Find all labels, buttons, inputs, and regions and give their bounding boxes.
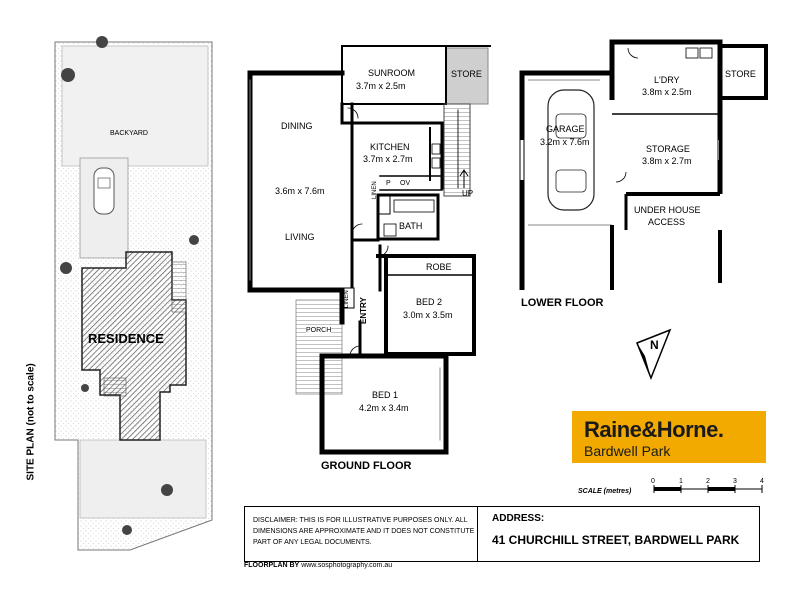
scale-tick-3: 3	[733, 478, 737, 485]
brand-logo: Raine&Horne. Bardwell Park	[572, 411, 766, 463]
north-arrow-icon	[636, 328, 672, 381]
living-label: LIVING	[285, 232, 315, 242]
sunroom-size: 3.7m x 2.5m	[356, 81, 406, 91]
footer-url[interactable]: www.sosphotography.com.au	[301, 562, 393, 569]
bed2-label: BED 2	[416, 297, 443, 307]
bed2-size: 3.0m x 3.5m	[403, 310, 453, 320]
site-stairs	[171, 261, 187, 313]
garage-size: 3.2m x 7.6m	[540, 137, 590, 147]
site-car	[93, 167, 115, 215]
store-label: STORE	[451, 69, 482, 79]
brand-name: Raine&Horne.	[584, 417, 724, 442]
porch-area	[295, 299, 343, 395]
scale-label: SCALE (metres)	[578, 488, 632, 495]
ground-stairs	[443, 103, 471, 197]
disclaimer-divider	[477, 507, 478, 561]
store-room	[445, 47, 489, 105]
scale-tick-1: 1	[679, 478, 683, 485]
storage-label: STORAGE	[646, 144, 690, 154]
bed1-size: 4.2m x 3.4m	[359, 403, 409, 413]
bed1-label: BED 1	[372, 390, 399, 400]
disclaimer-text: DISCLAIMER: THIS IS FOR ILLUSTRATIVE PUR…	[253, 517, 475, 546]
footer-credit: FLOORPLAN BY www.sosphotography.com.au	[244, 562, 392, 569]
residence-label: RESIDENCE	[88, 331, 164, 346]
garage-label: GARAGE	[546, 124, 585, 134]
address-label: ADDRESS:	[492, 513, 545, 524]
scale-tick-4: 4	[760, 478, 764, 485]
up-label: UP	[462, 189, 474, 198]
address-value: 41 CHURCHILL STREET, BARDWELL PARK	[492, 533, 740, 547]
ov-label: OV	[400, 180, 411, 187]
backyard-label: BACKYARD	[110, 130, 148, 137]
scale-tick-2: 2	[706, 478, 710, 485]
ldry-label: L'DRY	[654, 75, 680, 85]
backyard-area	[61, 45, 209, 167]
garage-car	[547, 89, 595, 211]
tree-icon	[60, 36, 199, 535]
living-size: 3.6m x 7.6m	[275, 186, 325, 196]
under-house-label: UNDER HOUSE	[634, 205, 701, 215]
storage-size: 3.8m x 2.7m	[642, 156, 692, 166]
lower-store-label: STORE	[725, 69, 756, 79]
north-label: N	[650, 338, 659, 352]
up-arrow-icon	[459, 169, 469, 188]
scale-tick-0: 0	[651, 478, 655, 485]
brand-office: Bardwell Park	[584, 443, 671, 459]
porch-label: PORCH	[306, 325, 332, 336]
ground-floor-title: GROUND FLOOR	[321, 460, 412, 472]
kitchen-label: KITCHEN	[370, 142, 410, 152]
robe-label: ROBE	[426, 262, 452, 272]
p-label: P	[386, 180, 391, 187]
disclaimer-box: DISCLAIMER: THIS IS FOR ILLUSTRATIVE PUR…	[244, 506, 760, 562]
dining-label: DINING	[281, 121, 313, 131]
lower-floor-title: LOWER FLOOR	[521, 297, 604, 309]
bath-label: BATH	[399, 221, 423, 231]
ldry-size: 3.8m x 2.5m	[642, 87, 692, 97]
front-yard-area	[79, 439, 207, 519]
footer-prefix: FLOORPLAN BY	[244, 562, 300, 569]
under-house-access-label: ACCESS	[648, 217, 686, 227]
sunroom-label: SUNROOM	[368, 68, 415, 78]
kitchen-size: 3.7m x 2.7m	[363, 154, 413, 164]
